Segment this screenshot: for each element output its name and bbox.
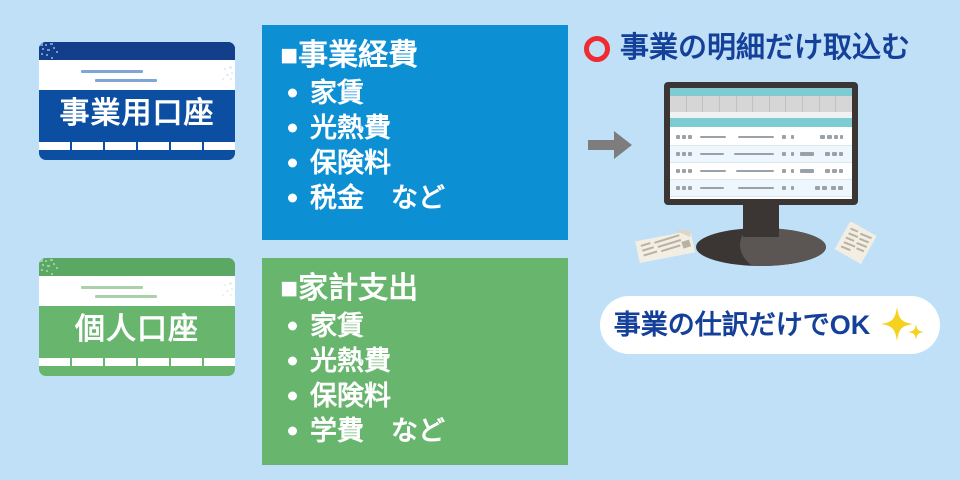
receipt-icon (635, 229, 696, 264)
list-item: 家賃 (280, 309, 568, 344)
list-item: 学費 など (280, 414, 568, 449)
result-banner-text: 事業の仕訳だけでOK (613, 309, 871, 340)
business-account-bankbook: 事業用口座 (39, 42, 235, 160)
headline-text: 事業の明細だけ取込む (620, 32, 911, 64)
bankbook-texture-icon (222, 282, 233, 296)
bankbook-ruled-line (81, 286, 143, 289)
desktop-monitor-icon (635, 78, 886, 268)
list-item: 税金 など (280, 181, 568, 216)
table-row (670, 146, 852, 163)
bankbook-bottom-band (39, 142, 235, 150)
list-item: 保険料 (280, 379, 568, 414)
business-account-label: 事業用口座 (59, 97, 215, 130)
bankbook-texture-icon (40, 43, 58, 59)
bankbook-paper-area (39, 276, 235, 306)
table-row (670, 129, 852, 146)
list-item: 家賃 (280, 76, 568, 111)
business-panel-title: ■事業経費 (280, 39, 419, 72)
business-expense-panel: ■事業経費 家賃 光熱費 保険料 税金 など (262, 25, 568, 240)
household-expense-list: 家賃 光熱費 保険料 学費 など (280, 309, 568, 449)
bankbook-texture-icon (40, 259, 58, 275)
monitor-stand-neck (743, 205, 779, 237)
table-row (670, 180, 852, 197)
personal-account-label: 個人口座 (75, 313, 199, 346)
monitor-screen (670, 88, 852, 199)
screen-subheader-bar (670, 118, 852, 127)
screen-table-body (670, 129, 852, 197)
screen-toolbar (670, 88, 852, 96)
circle-ok-icon (584, 35, 610, 62)
bankbook-texture-icon (222, 66, 233, 80)
sparkle-icon (881, 307, 925, 341)
list-item: 保険料 (280, 146, 568, 181)
bankbook-top-band (39, 42, 235, 60)
headline: 事業の明細だけ取込む (584, 34, 910, 63)
personal-account-bankbook: 個人口座 (39, 258, 235, 376)
bankbook-ruled-line (95, 295, 157, 298)
household-expense-panel: ■家計支出 家賃 光熱費 保険料 学費 など (262, 258, 568, 465)
bankbook-ruled-line (81, 70, 143, 73)
list-item: 光熱費 (280, 111, 568, 146)
business-expense-list: 家賃 光熱費 保険料 税金 など (280, 76, 568, 216)
monitor-bezel (664, 82, 858, 205)
bankbook-ruled-line (95, 79, 157, 82)
bankbook-bottom-band (39, 358, 235, 366)
household-panel-title: ■家計支出 (280, 272, 419, 305)
screen-spacer (670, 112, 852, 118)
right-arrow-icon (588, 131, 632, 159)
list-item: 光熱費 (280, 344, 568, 379)
result-banner: 事業の仕訳だけでOK (600, 296, 940, 354)
bankbook-paper-area (39, 60, 235, 90)
bankbook-top-band (39, 258, 235, 276)
receipt-icon (834, 222, 877, 265)
table-row (670, 163, 852, 180)
screen-column-headers (670, 96, 852, 112)
